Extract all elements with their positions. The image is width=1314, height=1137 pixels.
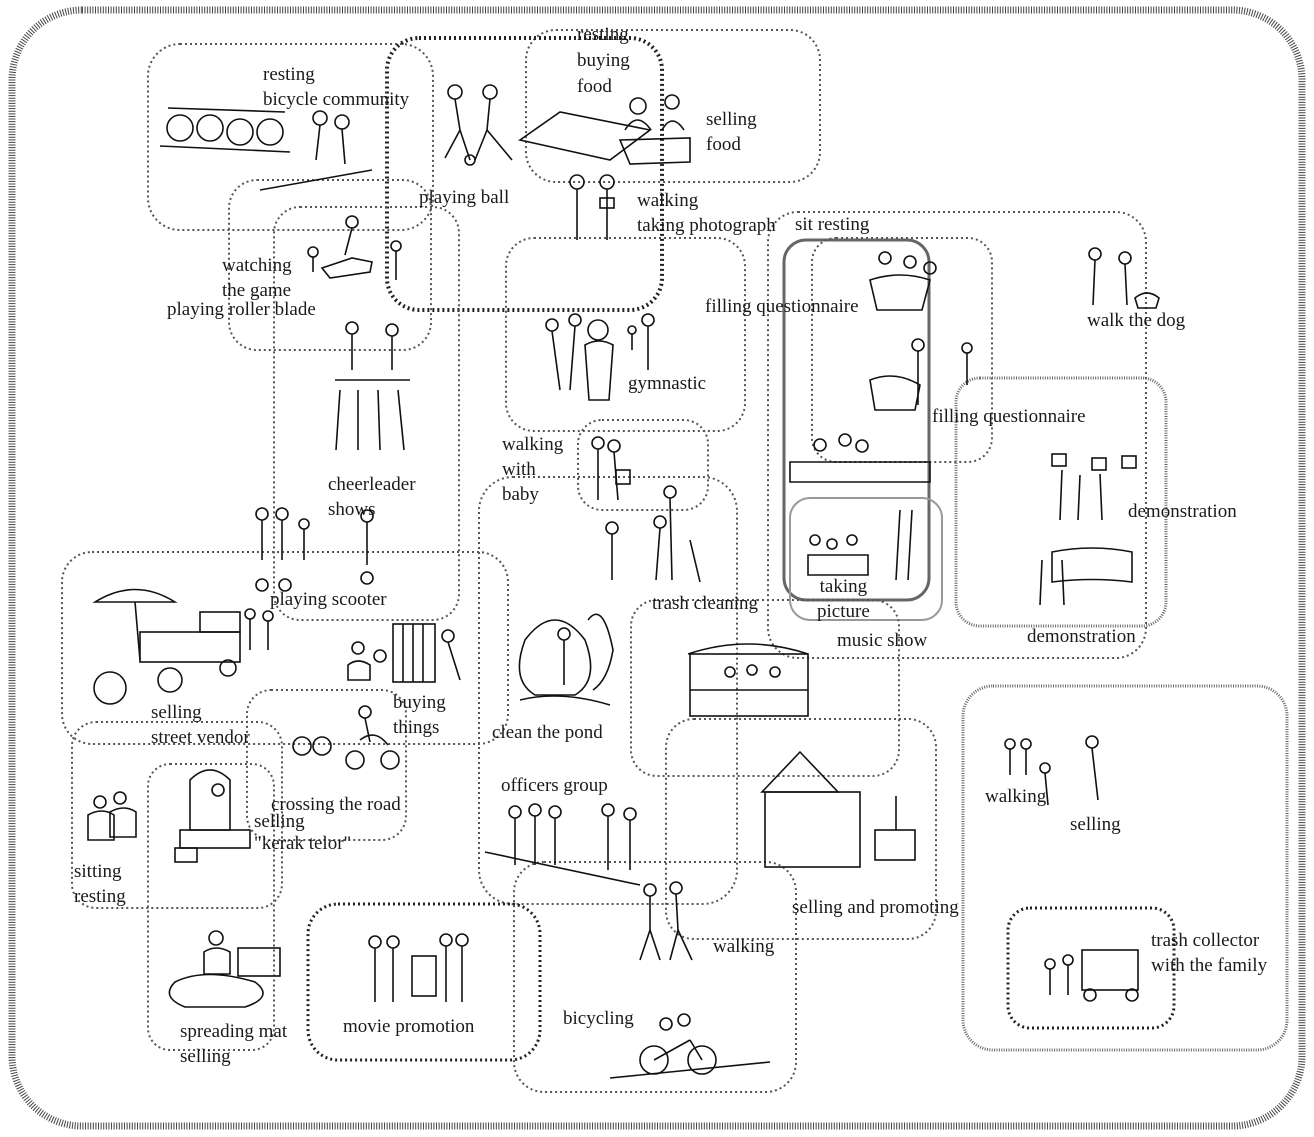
picnic-mat-icon: [518, 94, 691, 165]
zone-selling-right: [961, 684, 1289, 1052]
label-selling-and-promoting: selling and promoting: [792, 897, 959, 918]
label-demonstration-1: demonstration: [1128, 501, 1237, 522]
zone-trash-collector: [1006, 906, 1176, 1030]
label-playing-roller-blade: playing roller blade: [167, 299, 316, 320]
people-resting-icon: [312, 110, 350, 165]
label-walking-right: walking: [985, 786, 1047, 807]
zone-taking-picture: [789, 497, 943, 621]
label-playing-scooter: playing scooter: [270, 589, 387, 610]
kerak-telor-seller-icon: [174, 769, 251, 863]
clean-the-pond-icon: [518, 613, 614, 706]
bench-sitters-icon: [789, 433, 931, 483]
label-bicycling: bicycling: [563, 1008, 634, 1029]
label-demonstration-2: demonstration: [1027, 626, 1136, 647]
zone-bicycle-community: [147, 43, 434, 231]
label-filling-questionnaire-2: filling questionnaire: [932, 406, 1086, 427]
buying-things-stall-icon: [347, 623, 461, 683]
label-selling-kerak-telor: selling"kerak telor": [254, 811, 352, 854]
walking-with-baby-icon: [591, 436, 631, 501]
zone-filling-questionnaire-2: [811, 237, 993, 463]
cheerleader-pyramid-icon: [335, 321, 410, 451]
trash-collector-cart-icon: [1044, 949, 1139, 1002]
label-movie-promotion: movie promotion: [343, 1016, 475, 1037]
seller-right-icon: [1085, 735, 1099, 801]
roller-blade-icon: [307, 215, 402, 280]
zone-street-vendor: [61, 551, 509, 745]
outer-frame: [8, 6, 1306, 1130]
photographers-icon: [569, 174, 615, 240]
walk-the-dog-icon: [1088, 247, 1160, 309]
gymnastic-figures-icon: [545, 313, 655, 401]
label-gymnastic: gymnastic: [628, 373, 707, 394]
sitting-resting-icon: [87, 791, 137, 841]
label-crossing-the-road: crossing the road: [271, 794, 401, 815]
zone-resting-buying-food: [525, 29, 821, 183]
zone-music-show: [630, 599, 900, 777]
walking-right-icon: [1004, 738, 1051, 806]
demonstration-icon: [1039, 453, 1137, 606]
bicycle-group-icon: [159, 107, 373, 191]
zone-bicycling: [513, 861, 797, 1093]
zone-cheerleader: [273, 206, 460, 621]
music-stage-icon: [687, 643, 809, 717]
zone-filling-questionnaire: [782, 238, 931, 602]
label-walking-center: walking: [713, 936, 775, 957]
zone-selling-promoting: [665, 718, 937, 940]
zone-walking-with-baby: [577, 419, 709, 511]
zone-watching-game: [228, 179, 432, 351]
label-trash-cleaning: trash cleaning: [652, 593, 759, 614]
zone-playing-ball: [385, 36, 664, 312]
label-sit-resting: sit resting: [795, 214, 870, 235]
zone-buying-things: [246, 689, 407, 841]
crossing-road-icon: [292, 705, 400, 770]
label-clean-the-pond: clean the pond: [492, 722, 603, 743]
label-music-show: music show: [837, 630, 928, 651]
playing-ball-figures-icon: [444, 84, 513, 166]
label-playing-ball: playing ball: [419, 187, 510, 208]
zone-clean-the-pond: [478, 476, 738, 905]
walking-center-icon: [639, 881, 693, 961]
zone-movie-promotion: [306, 902, 542, 1062]
trash-cleaning-icon: [605, 485, 701, 583]
sit-resting-group-icon: [869, 251, 973, 411]
activity-zones: [61, 29, 1289, 1093]
zone-gymnastic: [505, 237, 746, 432]
spreading-mat-icon: [168, 930, 281, 1008]
street-vendor-cart-icon: [92, 588, 274, 705]
movie-promotion-icon: [368, 933, 469, 1002]
zone-sit-resting: [767, 211, 1147, 659]
scooter-riders-icon: [255, 507, 374, 592]
promotion-tent-icon: [760, 750, 916, 868]
zone-kerak-telor: [147, 763, 275, 1051]
label-filling-questionnaire-1: filling questionnaire: [705, 296, 859, 317]
sketch-figures: [87, 84, 1160, 1079]
zone-sitting-resting: [71, 721, 283, 909]
officers-group-icon: [484, 803, 641, 886]
bicycling-icon: [609, 1013, 771, 1079]
taking-picture-icon: [807, 509, 913, 581]
label-officers-group: officers group: [501, 775, 608, 796]
label-selling-right: selling: [1070, 814, 1121, 835]
label-walk-the-dog: walk the dog: [1087, 310, 1186, 331]
